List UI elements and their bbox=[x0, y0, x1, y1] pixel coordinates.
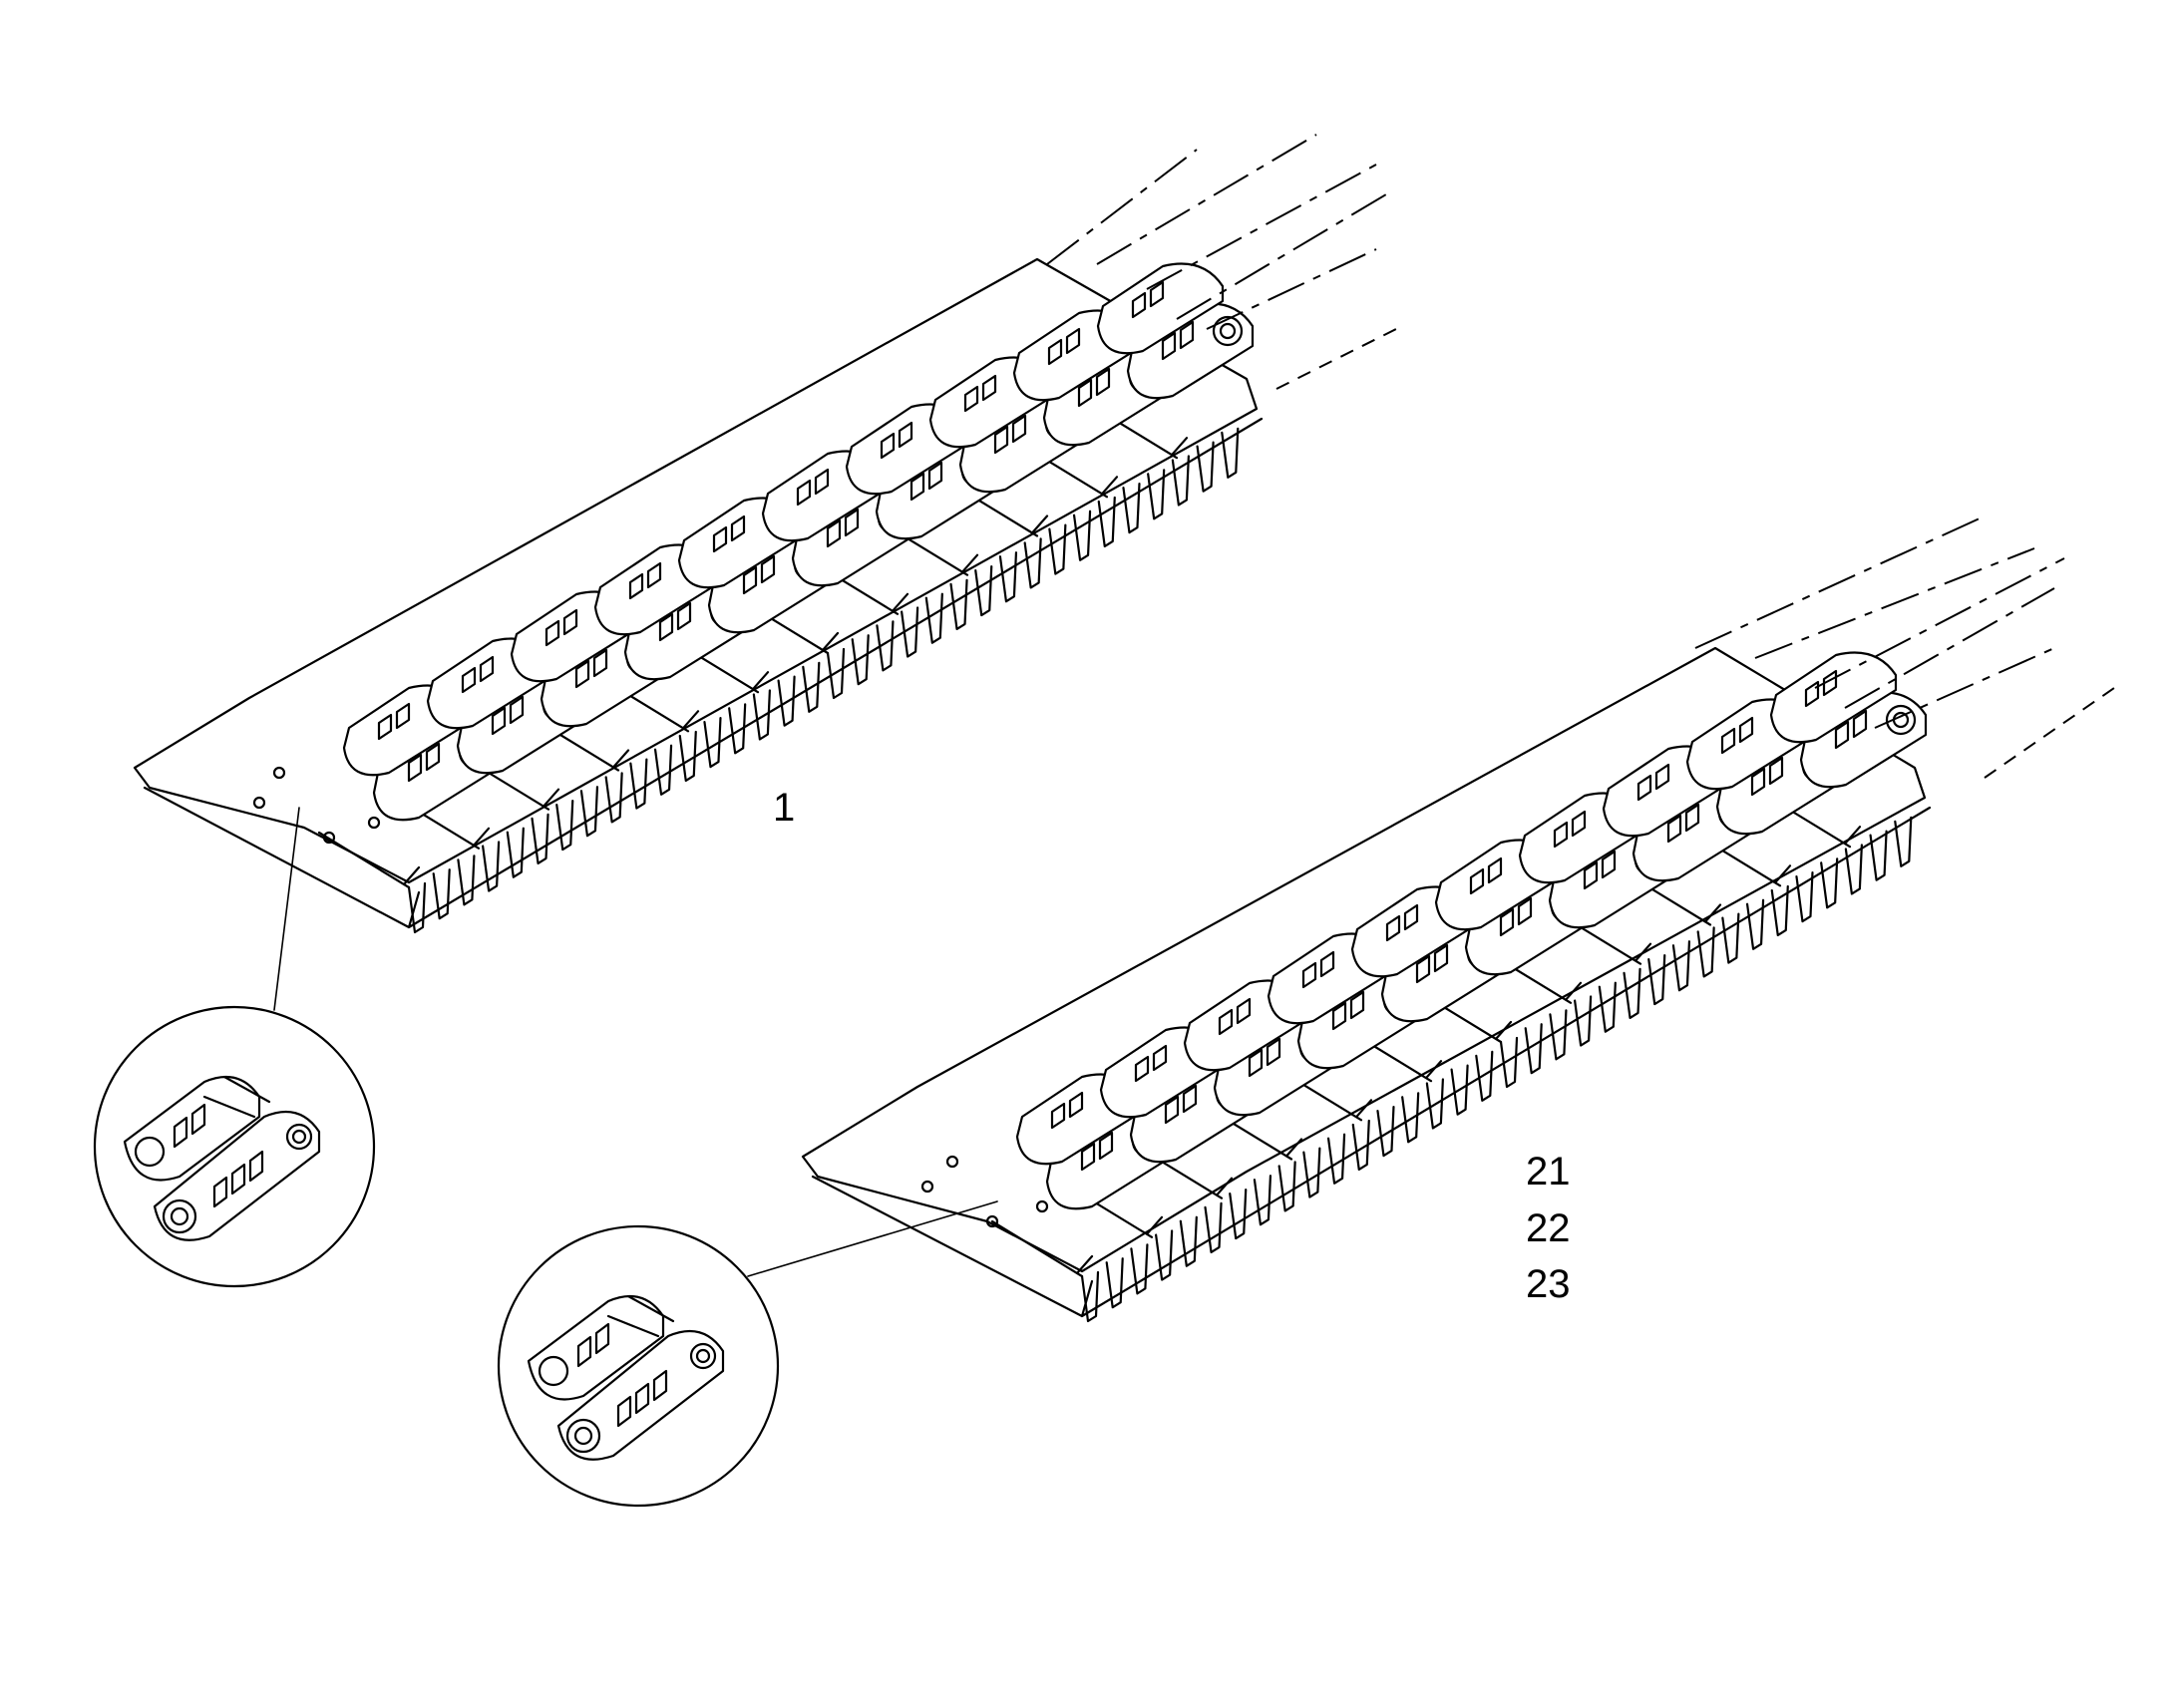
bolt-holes bbox=[920, 1155, 1049, 1228]
callout-22: 22 bbox=[1526, 1206, 1571, 1250]
chain-links bbox=[342, 262, 1255, 822]
chain-links bbox=[1015, 651, 1928, 1210]
track-assembly-1 bbox=[133, 134, 1397, 934]
track-assembly-2 bbox=[801, 517, 2115, 1323]
callout-23: 23 bbox=[1526, 1262, 1571, 1306]
continuation-lines bbox=[1694, 517, 2115, 779]
chain-link bbox=[1096, 262, 1255, 400]
detail-circle-1 bbox=[93, 1005, 376, 1288]
chain-link bbox=[1769, 651, 1928, 789]
callout-21: 21 bbox=[1526, 1150, 1571, 1194]
detail-circle-2 bbox=[497, 1224, 780, 1508]
leader-line-1 bbox=[273, 807, 300, 1011]
continuation-lines bbox=[1046, 134, 1397, 390]
callout-1: 1 bbox=[773, 786, 796, 830]
leader-line-2 bbox=[747, 1200, 998, 1277]
grouser-teeth bbox=[407, 427, 1240, 934]
track-shoe-lip bbox=[143, 417, 1264, 929]
grouser-teeth bbox=[1080, 816, 1913, 1323]
bolt-holes bbox=[252, 766, 381, 845]
